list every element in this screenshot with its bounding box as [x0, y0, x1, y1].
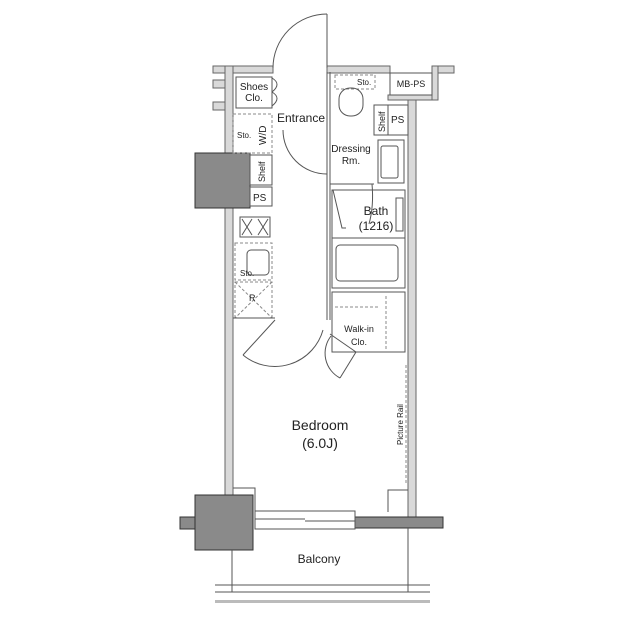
ps-left-label: PS — [253, 193, 267, 204]
structural-column — [194, 152, 251, 209]
bath — [331, 189, 406, 289]
shelf-right-label: Shelf — [377, 111, 387, 132]
storage-wd — [232, 113, 273, 154]
picture-rail-label: Picture Rail — [396, 404, 405, 445]
walk-in-closet[interactable] — [331, 291, 406, 353]
toilet-storage — [334, 74, 376, 90]
stove-icon — [239, 216, 271, 238]
balcony-label: Balcony — [298, 552, 341, 566]
balcony-wall — [354, 516, 444, 529]
balcony-window[interactable] — [254, 510, 356, 530]
balcony-railing — [215, 528, 430, 603]
bedroom-label: Bedroom(6.0J) — [292, 417, 349, 451]
bedroom-door[interactable] — [242, 319, 324, 367]
shelf-left-label: Shelf — [257, 161, 267, 182]
washbasin-icon — [377, 139, 405, 184]
shelf-left — [249, 154, 273, 186]
toilet-storage-label: Sto. — [357, 78, 371, 87]
bathtub-icon — [335, 244, 399, 282]
sink-storage-label: Sto. — [240, 269, 254, 278]
balcony-wall — [179, 516, 196, 530]
mb-ps-label: MB-PS — [397, 79, 426, 89]
wd-label: W/D — [258, 126, 269, 145]
entrance-label: Entrance — [277, 111, 325, 125]
ps-right — [387, 104, 409, 136]
ps-right-label: PS — [391, 115, 405, 126]
entrance-door[interactable] — [272, 13, 328, 175]
storage-label: Sto. — [237, 131, 251, 140]
refrigerator-label: R — [249, 293, 256, 303]
mb-ps — [389, 72, 433, 96]
sink-icon — [246, 249, 270, 276]
closet-door[interactable] — [324, 333, 357, 379]
bath-label: Bath(1216) — [359, 204, 394, 233]
toilet-icon — [338, 87, 364, 117]
structural-column — [194, 494, 254, 551]
ps-left — [249, 186, 273, 207]
